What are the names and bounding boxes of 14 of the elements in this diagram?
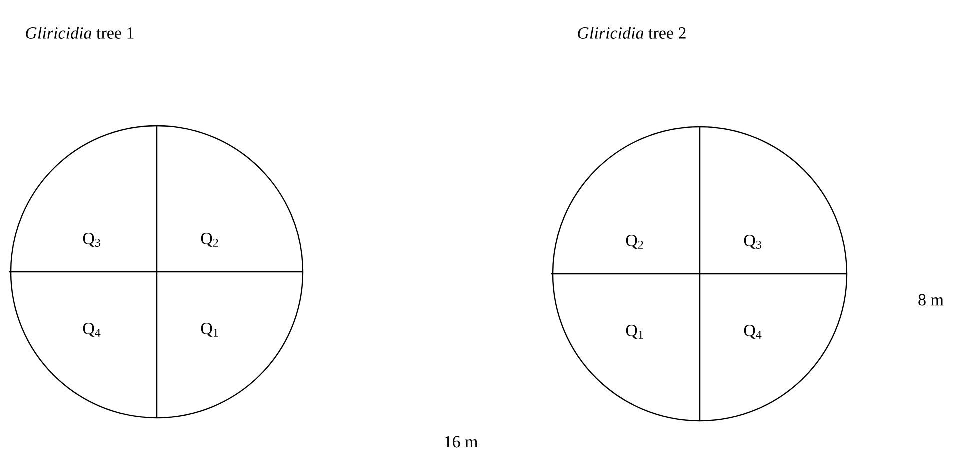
dimension-label: 8 m xyxy=(918,294,944,306)
quadrant-circle xyxy=(9,125,304,419)
quadrant-circle xyxy=(551,126,848,422)
quadrant-label: Q$_{4}$ xyxy=(744,325,762,339)
quadrant-label: Q$_{3}$ xyxy=(83,233,100,247)
quadrant-label: Q$_{2}$ xyxy=(626,235,644,249)
quadrant-label: Q$_{2}$ xyxy=(201,233,218,247)
quadrant-label: Q$_{1}$ xyxy=(626,325,644,339)
tree-title: Gliricidia tree 2 xyxy=(578,27,686,39)
quadrant-label: Q$_{4}$ xyxy=(83,323,101,337)
quadrant-label: Q$_{1}$ xyxy=(201,323,218,337)
quadrant-label: Q$_{3}$ xyxy=(744,235,762,249)
dimension-label: 16 m xyxy=(445,436,478,448)
tree-title: Gliricidia tree 1 xyxy=(26,27,134,39)
